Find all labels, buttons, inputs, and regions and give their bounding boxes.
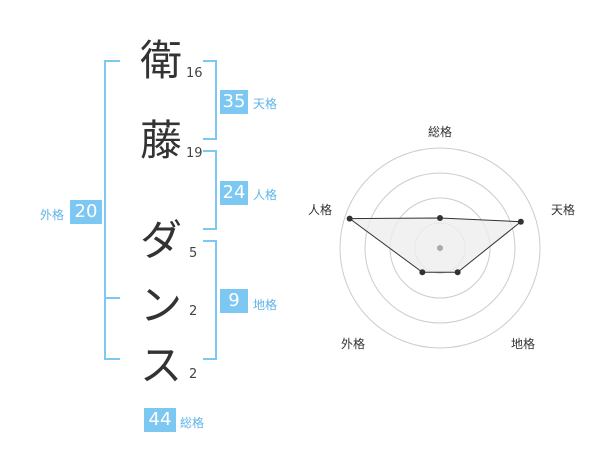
radar-grid-ring [364, 172, 516, 324]
radar-point-1 [517, 218, 524, 225]
name-char-3: ダ [140, 216, 183, 265]
soukaku-label: 総格 [180, 416, 205, 430]
radar-point-3 [419, 269, 426, 276]
stroke-count-2: 19 [186, 146, 203, 161]
radar-area [348, 217, 523, 273]
radar-axis-label-jinkaku: 人格 [308, 203, 333, 217]
jinkaku-value-badge: 24 [220, 181, 248, 205]
chikaku-bracket [203, 240, 217, 360]
name-char-1: 衛 [140, 36, 183, 85]
radar-point-0 [437, 215, 443, 221]
soukaku-value-badge: 44 [144, 408, 176, 432]
stroke-count-5: 2 [189, 367, 198, 382]
gaikaku-value-badge: 20 [70, 200, 102, 224]
stroke-count-3: 5 [189, 246, 198, 261]
gaikaku-label: 外格 [40, 208, 65, 222]
tenkaku-bracket [203, 60, 217, 140]
gaikaku-bracket [104, 60, 120, 360]
radar-grid-ring [339, 147, 541, 349]
radar-axis-label-tenkaku: 天格 [551, 203, 576, 217]
tenkaku-label: 天格 [253, 97, 278, 111]
radar-points [346, 215, 524, 276]
name-char-4: ン [140, 281, 183, 330]
radar-point-4 [346, 215, 353, 222]
name-char-2: 藤 [140, 116, 183, 165]
stroke-count-4: 2 [189, 304, 198, 319]
name-char-5: ス [140, 341, 183, 390]
stroke-count-1: 16 [186, 66, 203, 81]
tenkaku-value-badge: 35 [220, 90, 248, 114]
gaikaku-tick [104, 297, 120, 299]
jinkaku-bracket [203, 150, 217, 230]
radar-axis-label-soukaku: 総格 [428, 125, 453, 139]
chikaku-value-badge: 9 [220, 289, 248, 313]
chikaku-label: 地格 [253, 298, 278, 312]
radar-center-dot [437, 245, 443, 251]
radar-point-2 [454, 269, 461, 276]
radar-axis-label-chikaku: 地格 [511, 337, 536, 351]
jinkaku-label: 人格 [253, 188, 278, 202]
radar-axis-label-gaikaku: 外格 [341, 337, 366, 351]
